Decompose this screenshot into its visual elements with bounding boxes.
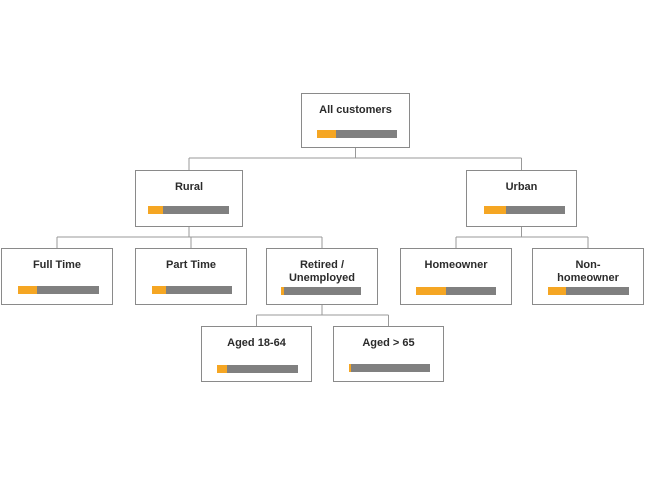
share-bar xyxy=(217,365,298,373)
share-bar xyxy=(317,130,397,138)
node-label: All customers xyxy=(319,104,392,116)
node-rural: Rural xyxy=(135,170,243,227)
share-bar-fill xyxy=(349,364,351,372)
node-label: Rural xyxy=(174,181,204,193)
node-label: Aged 18-64 xyxy=(227,337,286,349)
share-bar-fill xyxy=(217,365,227,373)
share-bar-fill xyxy=(152,286,166,294)
node-label: Retired / Unemployed xyxy=(288,259,355,284)
node-label: Full Time xyxy=(32,259,82,271)
share-bar xyxy=(148,206,229,214)
node-aged-over-65: Aged > 65 xyxy=(333,326,444,382)
node-aged-18-64: Aged 18-64 xyxy=(201,326,312,382)
share-bar xyxy=(18,286,99,294)
share-bar-fill xyxy=(148,206,163,214)
node-homeowner: Homeowner xyxy=(400,248,512,305)
node-full-time: Full Time xyxy=(1,248,113,305)
node-label: Homeowner xyxy=(424,259,488,271)
share-bar xyxy=(484,206,565,214)
share-bar-fill xyxy=(548,287,566,295)
share-bar xyxy=(416,287,496,295)
share-bar-fill xyxy=(416,287,446,295)
share-bar-fill xyxy=(18,286,37,294)
node-label: Urban xyxy=(505,181,538,193)
share-bar-fill xyxy=(317,130,336,138)
node-non-homeowner: Non- homeowner xyxy=(532,248,644,305)
node-label: Part Time xyxy=(166,259,216,271)
share-bar xyxy=(152,286,232,294)
share-bar-fill xyxy=(484,206,506,214)
share-bar xyxy=(548,287,629,295)
node-retired-unemployed: Retired / Unemployed xyxy=(266,248,378,305)
node-label: Aged > 65 xyxy=(362,337,415,349)
share-bar-fill xyxy=(281,287,284,295)
node-all-customers: All customers xyxy=(301,93,410,148)
share-bar xyxy=(349,364,430,372)
node-part-time: Part Time xyxy=(135,248,247,305)
node-label: Non- homeowner xyxy=(557,259,619,284)
node-urban: Urban xyxy=(466,170,577,227)
share-bar xyxy=(281,287,361,295)
